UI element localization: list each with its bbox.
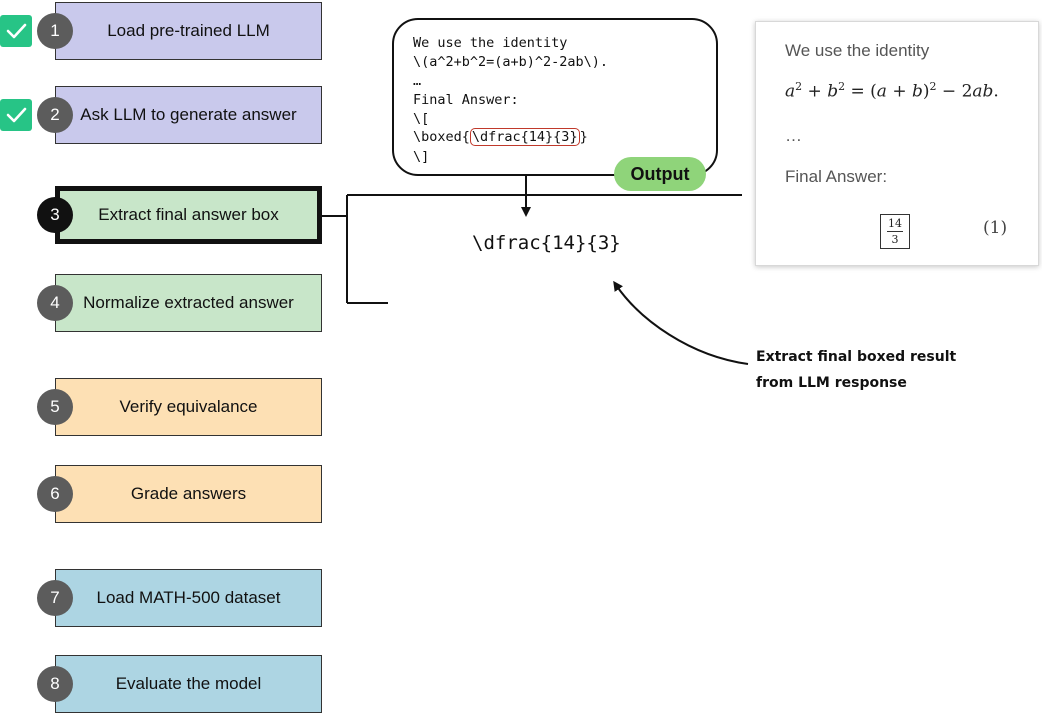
output-line-3: … <box>413 73 422 89</box>
checkmark-icon <box>0 99 32 131</box>
step-4-label: Normalize extracted answer <box>83 293 294 312</box>
step-6-label: Grade answers <box>130 484 247 503</box>
step-7-label: Load MATH-500 dataset <box>96 588 281 607</box>
step-6-box: Grade answers <box>55 465 322 523</box>
step-5-label: Verify equivalance <box>119 397 258 416</box>
step-8-box: Evaluate the model <box>55 655 322 713</box>
rendered-identity-equation: a2 + b2 = (a + b)2 − 2ab. <box>785 80 999 102</box>
step-1-number-badge: 1 <box>37 13 73 49</box>
output-line-7: \] <box>413 149 430 165</box>
step-1-label: Load pre-trained LLM <box>107 21 270 40</box>
annotation-arrow <box>613 280 749 365</box>
annotation-line-1: Extract final boxed result <box>756 349 957 365</box>
step-8-number-badge: 8 <box>37 666 73 702</box>
step-2-label: Ask LLM to generate answer <box>80 105 297 124</box>
annotation-text: Extract final boxed result from LLM resp… <box>756 344 956 396</box>
rendered-boxed-fraction: 14 3 <box>880 214 910 249</box>
llm-output-box <box>392 18 718 176</box>
output-line-2: \(a^2+b^2=(a+b)^2-2ab\). <box>413 54 609 70</box>
step-8-label: Evaluate the model <box>115 674 262 693</box>
equation-number: (1) <box>983 218 1008 238</box>
step-3-box: Extract final answer box <box>55 186 322 244</box>
step-2-number-badge: 2 <box>37 97 73 133</box>
step-2-box: Ask LLM to generate answer <box>55 86 322 144</box>
step-4-number-badge: 4 <box>37 285 73 321</box>
step-6-number-badge: 6 <box>37 476 73 512</box>
step-3-label: Extract final answer box <box>98 205 279 224</box>
extracted-answer: \dfrac{14}{3} <box>472 232 621 254</box>
step-7-box: Load MATH-500 dataset <box>55 569 322 627</box>
highlighted-answer: \dfrac{14}{3} <box>469 128 580 146</box>
fraction-numerator: 14 <box>888 217 902 230</box>
step-5-box: Verify equivalance <box>55 378 322 436</box>
rendered-line-1: We use the identity <box>785 41 930 60</box>
annotation-line-2: from LLM response <box>756 375 907 391</box>
output-line-4: Final Answer: <box>413 92 519 108</box>
step-7-number-badge: 7 <box>37 580 73 616</box>
output-line-1: We use the identity <box>413 35 568 51</box>
fraction-bar <box>887 231 903 232</box>
checkmark-icon <box>0 15 32 47</box>
boxed-prefix: \boxed{ <box>413 129 470 145</box>
step-1-box: Load pre-trained LLM <box>55 2 322 60</box>
rendered-output-card: We use the identity a2 + b2 = (a + b)2 −… <box>755 21 1039 266</box>
output-tag: Output <box>614 157 706 191</box>
step-3-number-badge: 3 <box>37 197 73 233</box>
output-line-5: \[ <box>413 111 430 127</box>
step-4-box: Normalize extracted answer <box>55 274 322 332</box>
boxed-suffix: } <box>579 129 588 145</box>
step-5-number-badge: 5 <box>37 389 73 425</box>
fraction-denominator: 3 <box>891 233 899 246</box>
output-line-6: \boxed{\dfrac{14}{3}} <box>413 128 588 146</box>
rendered-final-answer-label: Final Answer: <box>785 167 888 186</box>
rendered-ellipsis: … <box>785 126 802 145</box>
